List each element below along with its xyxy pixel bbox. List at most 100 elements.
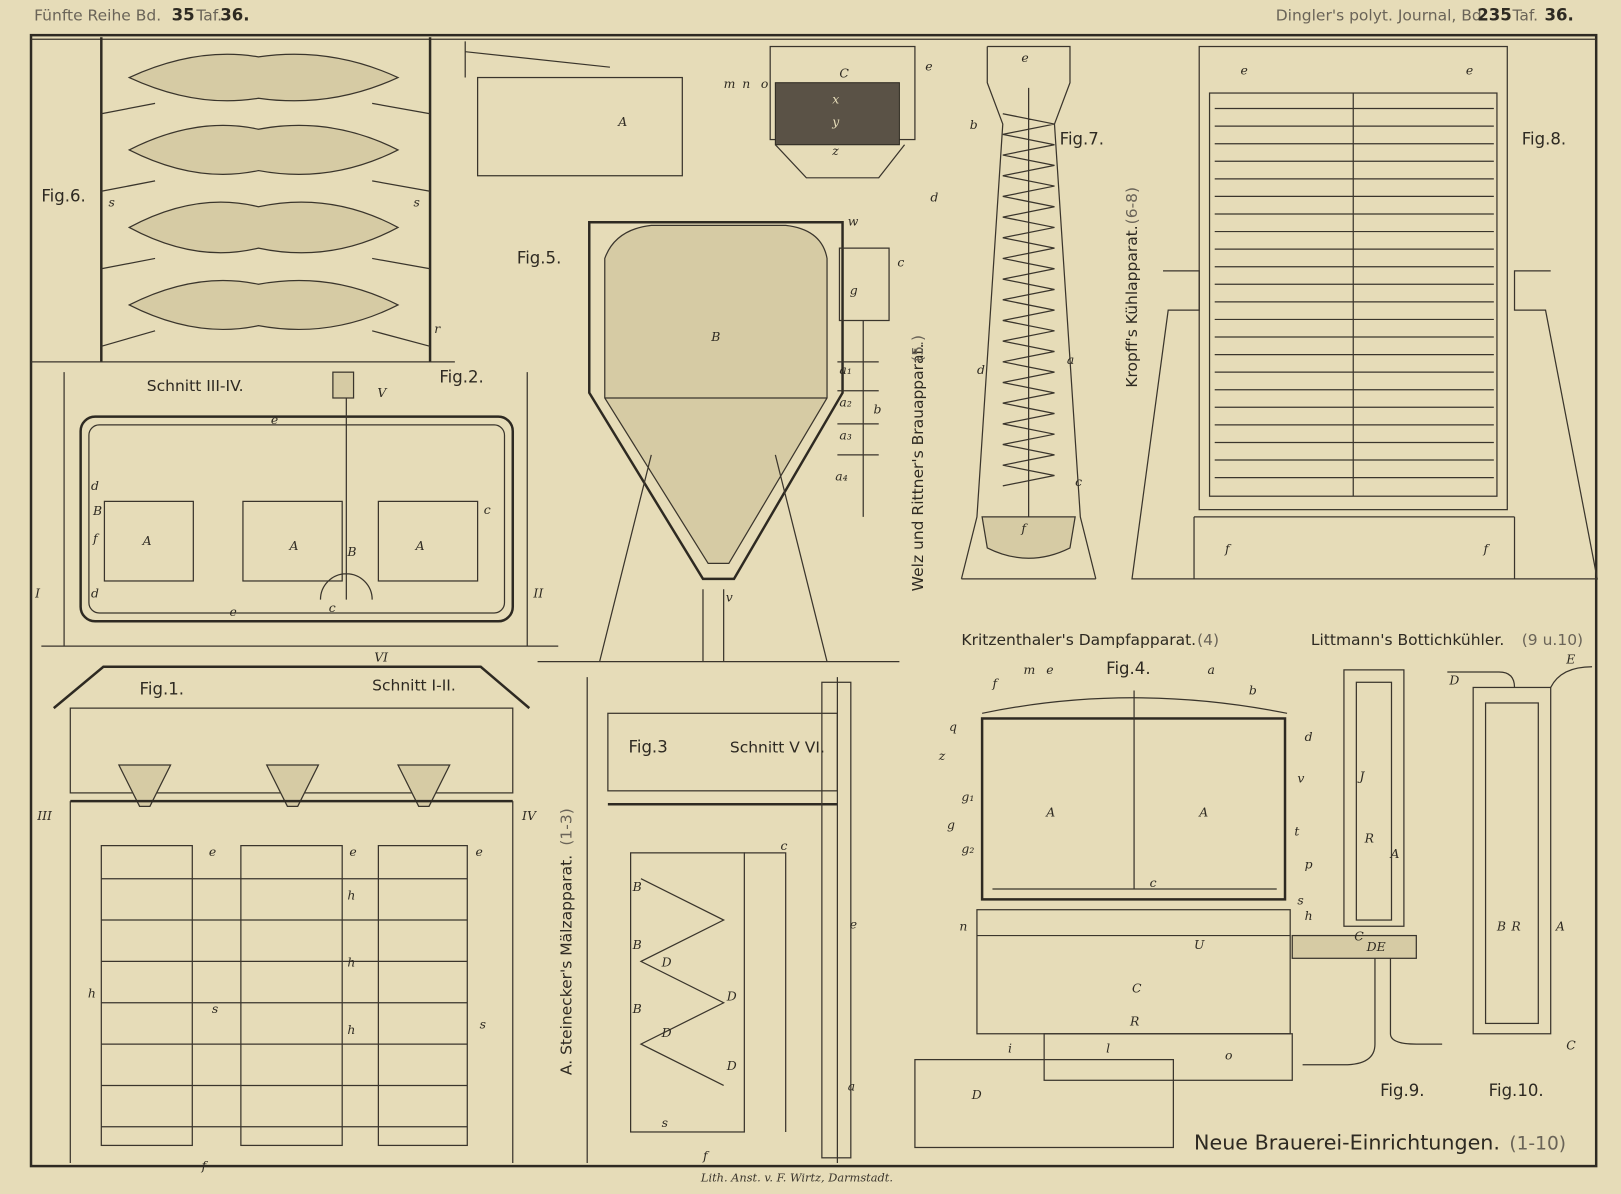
svg-text:(4): (4) xyxy=(1197,631,1219,649)
svg-text:s: s xyxy=(212,1001,218,1016)
svg-text:h: h xyxy=(347,887,355,902)
svg-text:e: e xyxy=(476,844,483,859)
svg-text:m: m xyxy=(1023,662,1035,677)
svg-text:e: e xyxy=(850,916,857,931)
plate-title: Neue Brauerei-Einrichtungen. (1-10) xyxy=(1194,1131,1566,1155)
svg-text:Dingler's polyt. Journal, Bd.: Dingler's polyt. Journal, Bd. xyxy=(1276,7,1487,25)
imprint: Lith. Anst. v. F. Wirtz, Darmstadt. xyxy=(700,1171,893,1185)
svg-text:a: a xyxy=(848,1079,855,1094)
svg-text:r: r xyxy=(434,321,441,336)
svg-text:Neue Brauerei-Einrichtungen.: Neue Brauerei-Einrichtungen. xyxy=(1194,1131,1500,1155)
caption-kropff: Kropff's Kühlapparat. (6-8) xyxy=(1123,187,1141,388)
svg-text:Taf.: Taf. xyxy=(195,7,222,25)
svg-text:h: h xyxy=(88,986,96,1001)
svg-text:I: I xyxy=(34,586,41,601)
svg-text:A: A xyxy=(142,533,152,548)
svg-text:d: d xyxy=(977,362,985,377)
svg-text:t: t xyxy=(1294,823,1299,838)
svg-text:D: D xyxy=(661,1025,672,1040)
svg-text:h: h xyxy=(1305,908,1313,923)
svg-text:g₂: g₂ xyxy=(961,841,974,856)
svg-text:e: e xyxy=(271,412,278,427)
svg-text:c: c xyxy=(1150,875,1157,890)
fig4-drawing: Kritzenthaler's Dampfapparat. (4) Fig.4.… xyxy=(914,631,1313,1149)
svg-text:D: D xyxy=(971,1087,982,1102)
svg-text:c: c xyxy=(781,838,788,853)
svg-text:g: g xyxy=(850,283,858,298)
svg-text:Schnitt V VI.: Schnitt V VI. xyxy=(730,739,825,757)
fig6-drawing: Fig.6. s s r xyxy=(31,37,455,363)
svg-text:z: z xyxy=(831,143,839,158)
svg-text:V: V xyxy=(377,385,387,400)
svg-text:c: c xyxy=(329,600,336,615)
svg-text:f: f xyxy=(702,1148,710,1163)
svg-text:Fig.3: Fig.3 xyxy=(629,738,668,757)
svg-text:q: q xyxy=(949,719,957,734)
header-right: Dingler's polyt. Journal, Bd. 235 Taf. 3… xyxy=(1276,6,1574,25)
svg-text:Fig.7.: Fig.7. xyxy=(1060,130,1104,149)
svg-text:v: v xyxy=(1297,771,1304,786)
svg-text:f: f xyxy=(1020,520,1028,535)
svg-text:B: B xyxy=(1496,918,1506,933)
svg-text:E: E xyxy=(1565,652,1575,667)
svg-text:C: C xyxy=(1566,1037,1576,1052)
svg-text:z: z xyxy=(938,748,946,763)
svg-text:b: b xyxy=(874,402,882,417)
svg-text:f: f xyxy=(991,675,999,690)
svg-text:c: c xyxy=(1075,474,1082,489)
svg-text:e: e xyxy=(1241,62,1248,77)
svg-text:B: B xyxy=(632,879,642,894)
svg-text:(1-10): (1-10) xyxy=(1509,1134,1566,1155)
fig5-drawing: A C x y z e m n o d w c g B a₁ a₂ a₃ a₄ … xyxy=(464,41,938,663)
svg-text:235: 235 xyxy=(1477,6,1512,25)
svg-text:Fig.10.: Fig.10. xyxy=(1489,1081,1544,1100)
svg-text:Fig.9.: Fig.9. xyxy=(1380,1081,1424,1100)
svg-text:B: B xyxy=(710,329,720,344)
svg-text:(9 u.10): (9 u.10) xyxy=(1522,631,1583,649)
svg-text:e: e xyxy=(349,844,356,859)
svg-text:DE: DE xyxy=(1366,939,1386,954)
svg-text:n: n xyxy=(742,76,750,91)
svg-text:h: h xyxy=(347,955,355,970)
svg-text:VI: VI xyxy=(374,650,389,665)
svg-text:J: J xyxy=(1356,768,1365,783)
svg-text:s: s xyxy=(480,1017,486,1032)
svg-text:f: f xyxy=(1224,541,1232,556)
svg-text:f: f xyxy=(1483,541,1491,556)
svg-text:Fig.8.: Fig.8. xyxy=(1522,130,1566,149)
svg-text:35: 35 xyxy=(172,6,195,25)
svg-text:p: p xyxy=(1305,856,1313,871)
svg-text:Fünfte Reihe Bd.: Fünfte Reihe Bd. xyxy=(34,7,161,25)
svg-text:s: s xyxy=(414,195,420,210)
svg-text:B: B xyxy=(632,937,642,952)
svg-text:s: s xyxy=(1297,893,1303,908)
svg-text:II: II xyxy=(532,586,544,601)
svg-text:A: A xyxy=(288,538,298,553)
svg-text:D: D xyxy=(726,989,737,1004)
fig1-drawing: Fig.1. Schnitt I-II. III IV e e e h h h … xyxy=(36,665,537,1173)
svg-text:g₁: g₁ xyxy=(961,789,974,804)
svg-text:o: o xyxy=(1225,1048,1232,1063)
svg-text:f: f xyxy=(92,531,100,546)
svg-text:s: s xyxy=(662,1115,668,1130)
svg-text:A: A xyxy=(1555,918,1565,933)
svg-text:o: o xyxy=(761,76,768,91)
fig9-10-drawing: Littmann's Bottichkühler. (9 u.10) J R A… xyxy=(1291,631,1593,1100)
svg-text:(5.): (5.) xyxy=(909,335,927,362)
svg-text:A: A xyxy=(415,538,425,553)
svg-text:B: B xyxy=(346,544,356,559)
svg-text:e: e xyxy=(1046,662,1053,677)
svg-text:(1-3): (1-3) xyxy=(558,808,576,845)
svg-text:R: R xyxy=(1364,831,1374,846)
svg-text:C: C xyxy=(839,66,849,81)
svg-text:d: d xyxy=(91,478,99,493)
svg-text:R: R xyxy=(1129,1013,1139,1028)
svg-text:Kropff's Kühlapparat.: Kropff's Kühlapparat. xyxy=(1123,225,1141,387)
svg-text:a₄: a₄ xyxy=(835,469,847,484)
svg-text:w: w xyxy=(848,213,859,228)
svg-text:36.: 36. xyxy=(220,6,249,25)
header-left: Fünfte Reihe Bd. 35 Taf. 36. xyxy=(34,6,249,25)
caption-steinecker: A. Steinecker's Mälzapparat. (1-3) xyxy=(558,808,576,1075)
svg-text:g: g xyxy=(947,817,955,832)
svg-text:Kritzenthaler's Dampfapparat.: Kritzenthaler's Dampfapparat. xyxy=(961,631,1196,649)
